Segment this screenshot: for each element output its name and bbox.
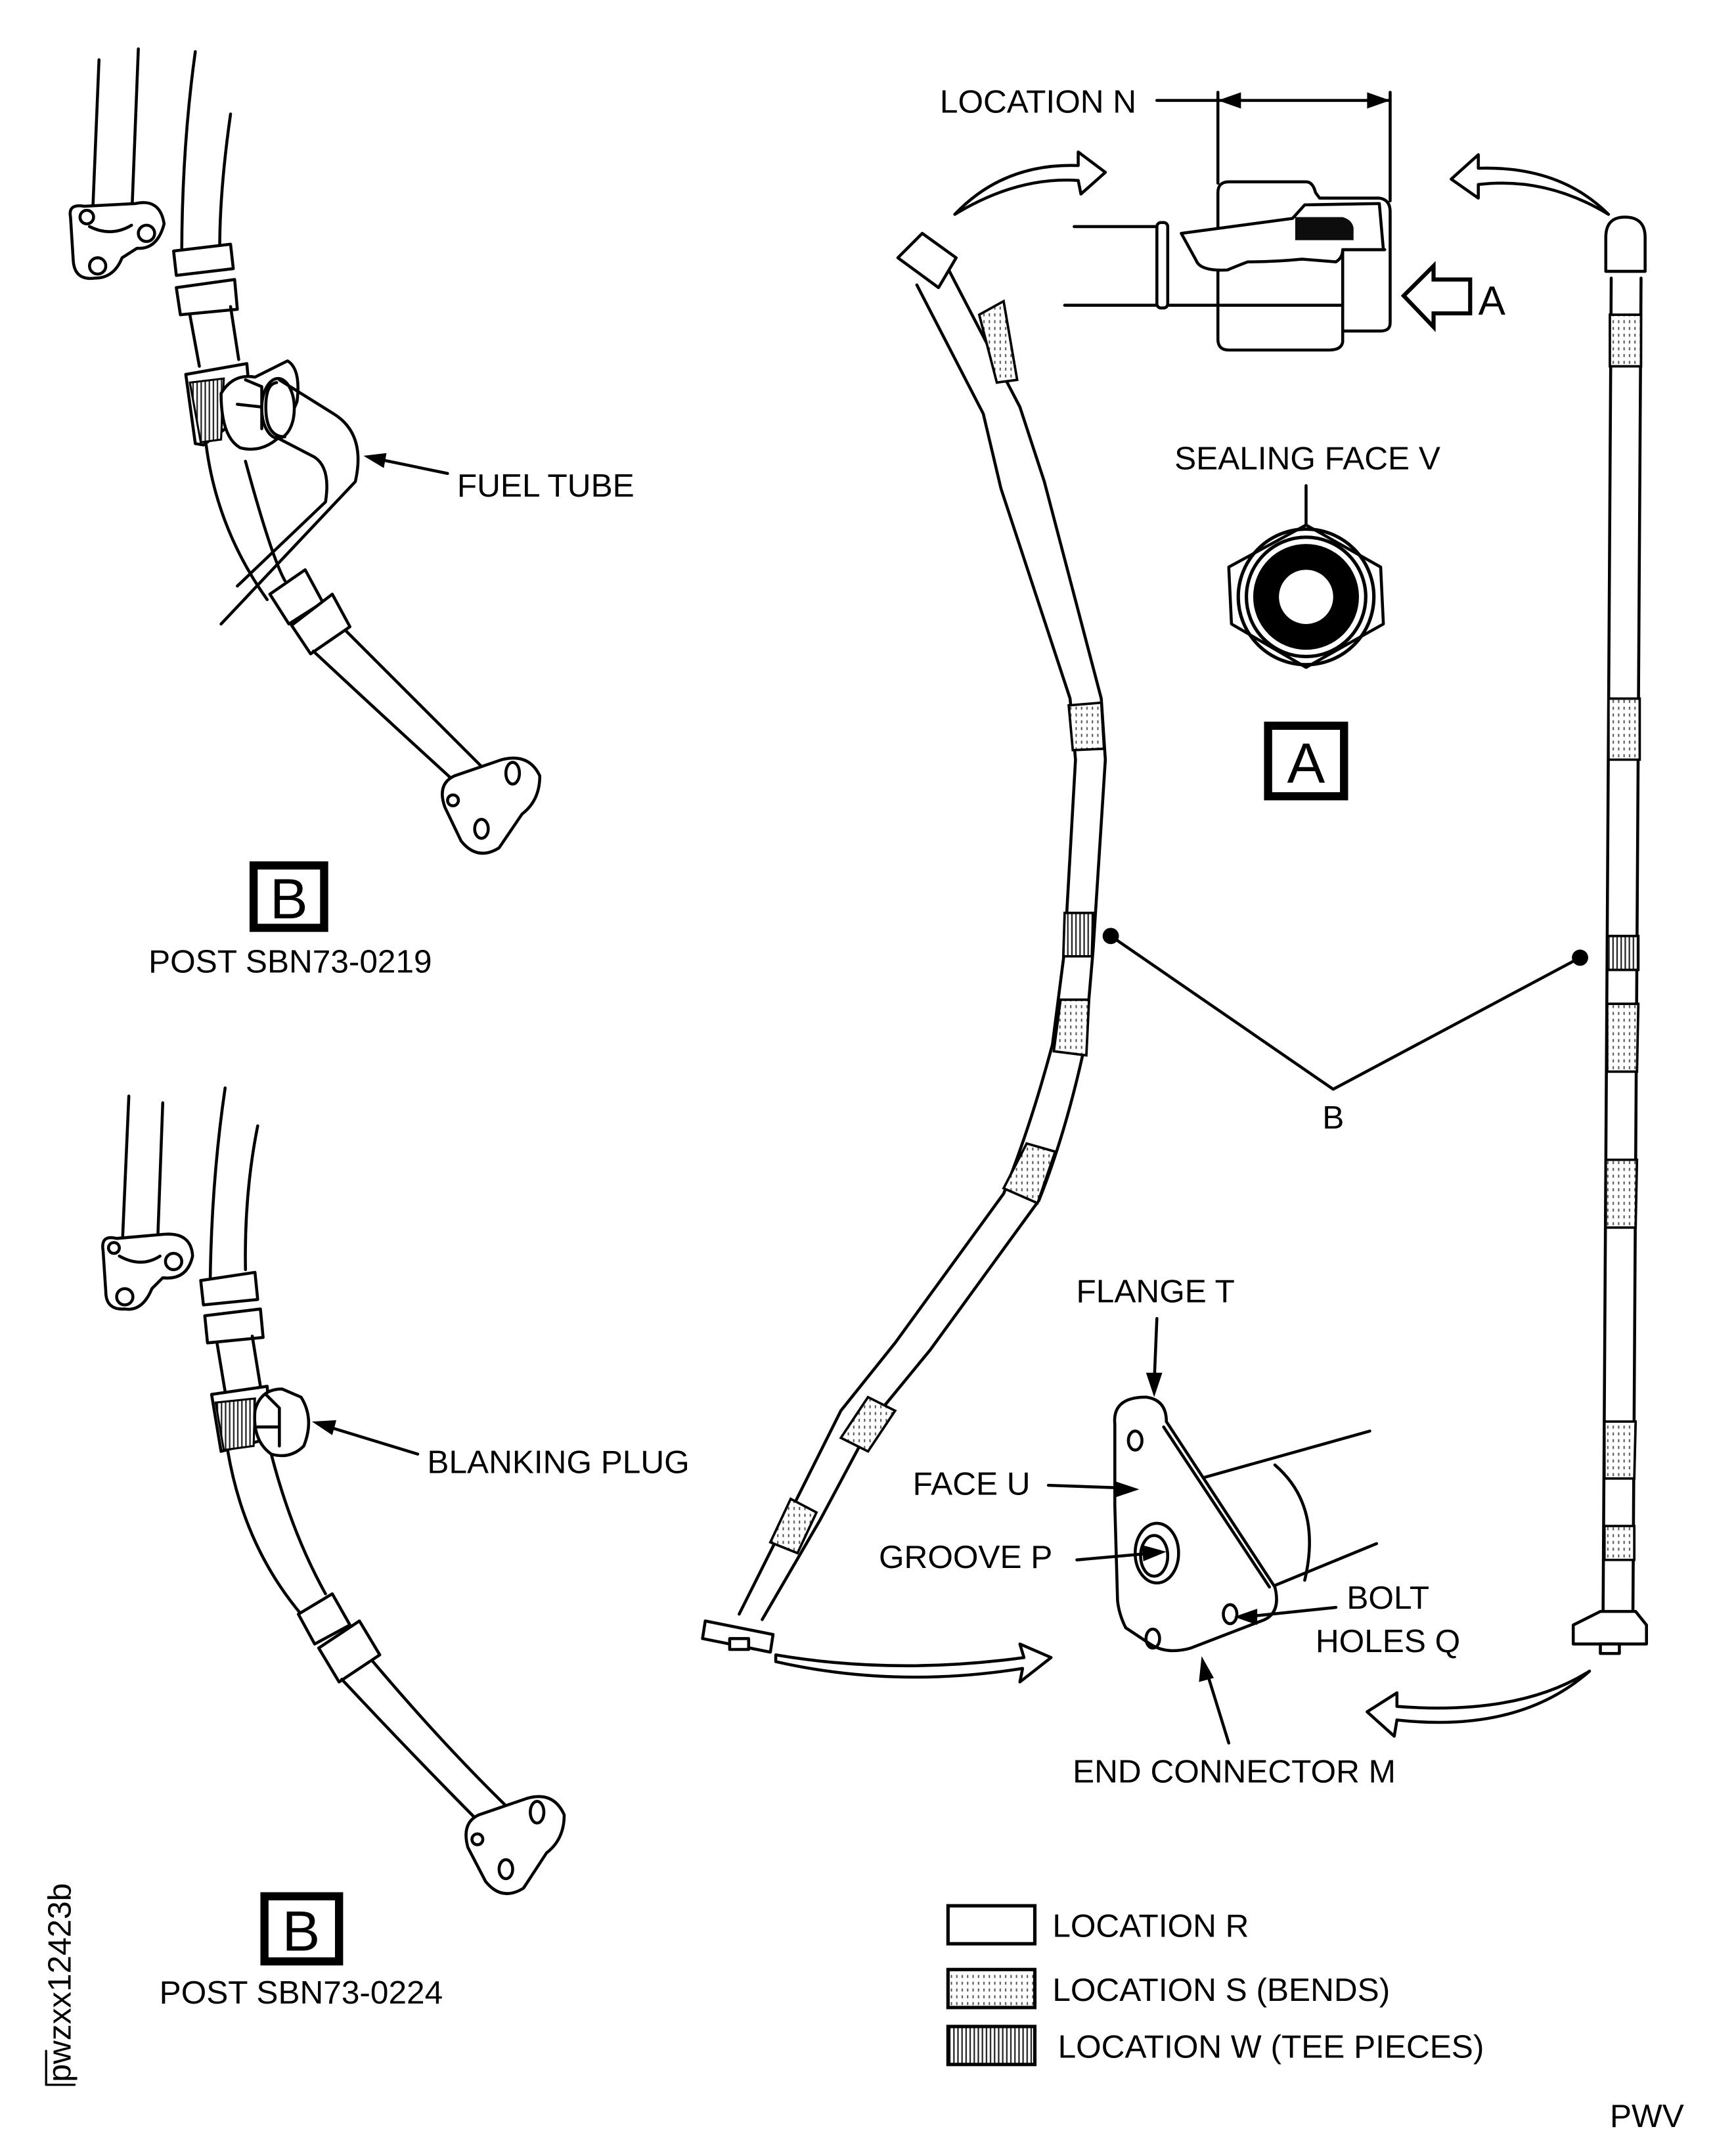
legend-label: LOCATION R [1052,1908,1249,1944]
tube-end-nut-right [1604,215,1647,273]
legend-swatch-dotted [946,1967,1037,2009]
view-a-letter: A [1287,732,1325,795]
band-bend [1603,1525,1636,1561]
band-tee [1605,934,1640,972]
legend: LOCATION R LOCATION S (BENDS) LOCATION W… [946,1904,1484,2067]
groove-p-label: GROOVE P [879,1538,1052,1575]
band-bend [1067,701,1105,751]
pipe-end-clamp-lower [464,1795,566,1895]
left-fuel-tube [701,231,1107,1684]
legend-label: LOCATION W (TEE PIECES) [1058,2028,1484,2065]
pipe-clamp [68,201,166,280]
fuel-tube-label: FUEL TUBE [457,467,634,504]
view-a-box: A [1264,721,1348,801]
legend-swatch-plain [946,1904,1037,1946]
curved-arrow-to-end-connector-right [1366,1669,1591,1738]
tee-fitting [184,359,300,451]
blanking-plug [253,1387,311,1458]
pipe-ferrules-b [199,1270,265,1345]
detail-b-upper: FUEL TUBE B POST SBN73-0219 [68,47,634,980]
dimension-arrow-left [1218,92,1241,109]
pipe-ferrules [172,242,239,317]
band-bend [1603,1420,1637,1480]
curved-arrow-right-to-connector [1450,153,1611,216]
connector-pipe-end [1273,1463,1311,1582]
legend-item-location-w: LOCATION W (TEE PIECES) [946,2025,1484,2067]
tee-callout: B [1102,928,1588,1136]
legend-item-location-r: LOCATION R [946,1904,1249,1946]
flange-t-label: FLANGE T [1077,1272,1235,1309]
location-n-label: LOCATION N [940,83,1136,120]
figure-id: pwzxx12423b [41,1883,78,2086]
blanking-plug-label: BLANKING PLUG [427,1444,689,1481]
pipe-clamp-lower [101,1232,194,1311]
view-b-letter-lower: B [282,1899,320,1963]
face-u-label: FACE U [913,1466,1031,1502]
tee-callout-letter: B [1322,1099,1344,1136]
leader-arrowhead [363,453,387,468]
pipe-end-clamp [441,756,542,855]
pipe-ferrules-lower [268,568,352,656]
band-bend [1607,697,1641,761]
band-bend [1604,1158,1639,1229]
tube-end-flange [701,1619,775,1654]
bolt-holes-label-line1: BOLT [1347,1579,1429,1616]
caption-post-sbn73-0219: POST SBN73-0219 [148,943,432,980]
view-a-arrow: A [1400,261,1506,332]
view-b-box-upper: B [249,861,328,932]
leader-arrowhead [311,1420,337,1435]
curved-arrow-to-end-connector [774,1642,1053,1684]
bolt-holes-label-line2: HOLES Q [1316,1623,1460,1659]
pipe-ferrules-b-lower [296,1592,382,1684]
band-bend [1052,998,1091,1057]
band-bend [977,299,1019,384]
tube-end-nut [896,231,958,290]
end-connector-m-label: END CONNECTOR M [1073,1753,1396,1789]
right-fuel-tube [1366,215,1648,1738]
figure-id-text: pwzxx12423b [41,1883,78,2082]
legend-item-location-s: LOCATION S (BENDS) [946,1967,1390,2009]
corner-code: PWV [1610,2097,1684,2134]
band-bend [1609,313,1643,368]
end-connector-detail: FLANGE T FACE U GROOVE P BOLT HOLES Q EN… [879,1272,1460,1789]
band-tee [1061,911,1095,958]
view-b-box-lower: B [260,1892,344,1966]
blanking-plug-leader [319,1422,420,1456]
legend-label: LOCATION S (BENDS) [1052,1971,1390,2008]
detail-b-lower: BLANKING PLUG B POST SBN73-0224 [101,1086,690,2011]
band-bend [1002,1142,1057,1205]
caption-post-sbn73-0224: POST SBN73-0224 [160,1974,443,2011]
view-a: SEALING FACE V A [1174,440,1440,801]
view-a-arrow-letter: A [1479,279,1506,324]
dimension-arrow-right [1367,92,1391,109]
view-b-letter-upper: B [270,867,308,931]
band-bend [839,1395,897,1453]
sealing-face-label: SEALING FACE V [1174,440,1440,477]
legend-swatch-vertical-hatch [946,2025,1037,2067]
tube-end-flange-right [1571,1609,1648,1646]
hex-nut-end-view [1227,523,1385,669]
dimension-extension-lines [1216,91,1392,202]
band-bend [1605,1002,1640,1073]
band-bend [768,1497,818,1555]
curved-arrow-left-to-connector [953,150,1107,216]
connector-detail: LOCATION N A [940,83,1611,352]
fuel-tube [219,378,360,626]
